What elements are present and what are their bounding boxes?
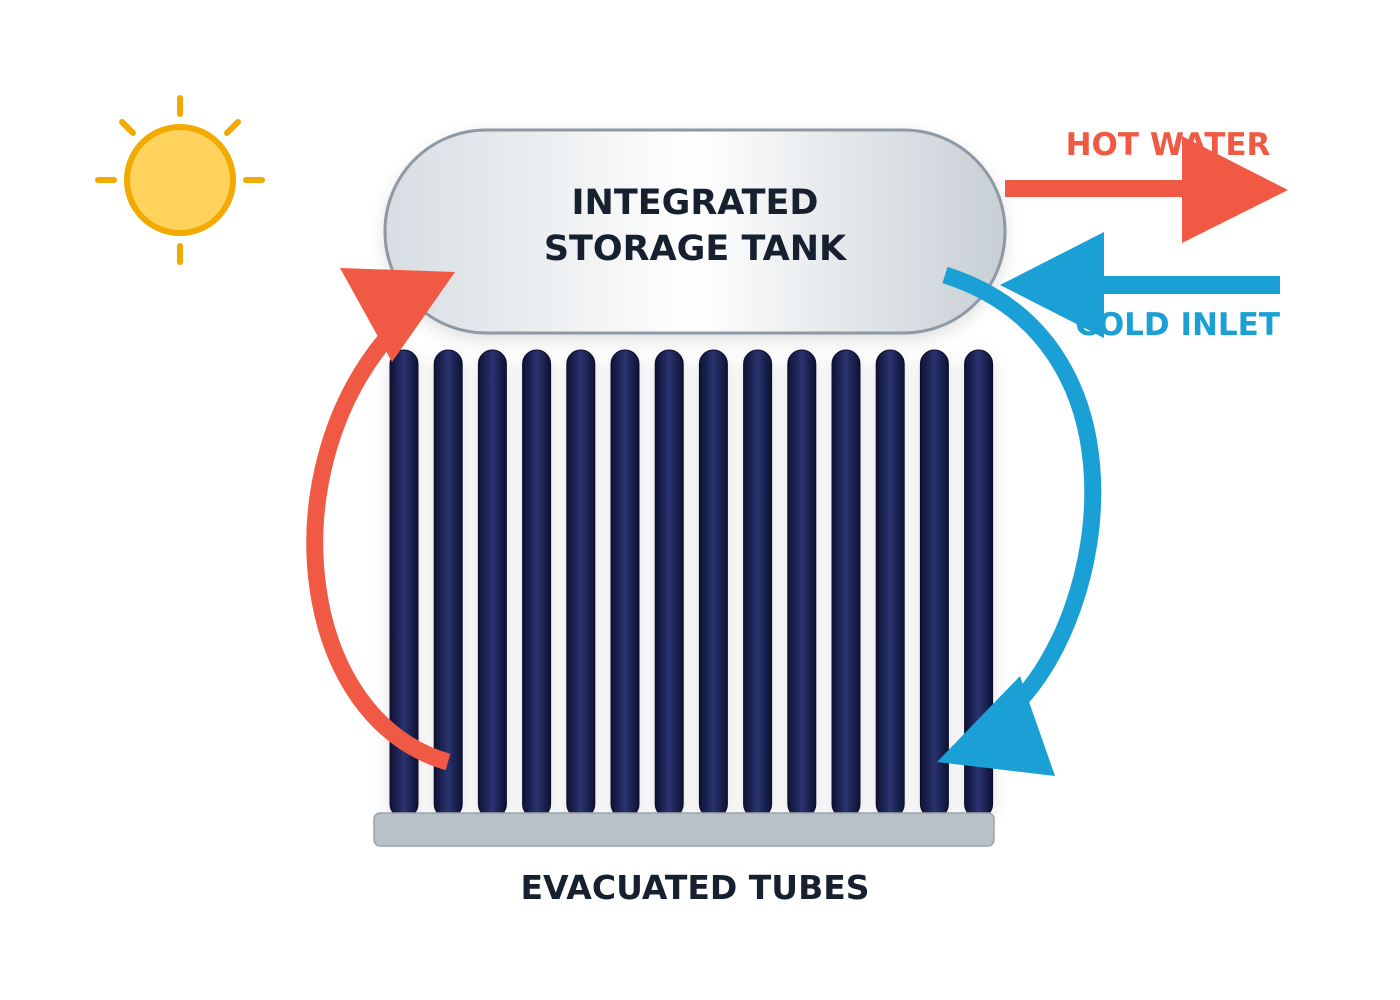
evacuated-tube <box>787 349 817 819</box>
evacuated-tube <box>433 349 463 819</box>
evacuated-tube <box>522 349 552 819</box>
tank-label-line1: INTEGRATED <box>572 183 819 223</box>
evacuated-tube <box>919 349 949 819</box>
evacuated-tube <box>698 349 728 819</box>
cold-circulation-arrow <box>937 266 1102 776</box>
hot-water-outlet-arrow <box>1005 136 1288 243</box>
sun-icon <box>95 95 265 265</box>
tube-base-manifold <box>373 812 995 847</box>
evacuated-tube <box>875 349 905 819</box>
hot-circulation-arrow <box>306 268 455 771</box>
cold-inlet-label: COLD INLET <box>1075 307 1280 343</box>
cold-inlet-arrow <box>1000 232 1280 338</box>
storage-tank <box>383 128 1007 335</box>
evacuated-tube <box>831 349 861 819</box>
evacuated-tube <box>610 349 640 819</box>
evacuated-tube <box>743 349 773 819</box>
evacuated-tubes <box>389 349 994 819</box>
evacuated-tube <box>566 349 596 819</box>
evacuated-tubes-label: EVACUATED TUBES <box>520 868 869 907</box>
evacuated-tube <box>654 349 684 819</box>
hot-water-label: HOT WATER <box>1066 127 1271 163</box>
tank-label-line2: STORAGE TANK <box>544 229 848 269</box>
evacuated-tube <box>477 349 507 819</box>
